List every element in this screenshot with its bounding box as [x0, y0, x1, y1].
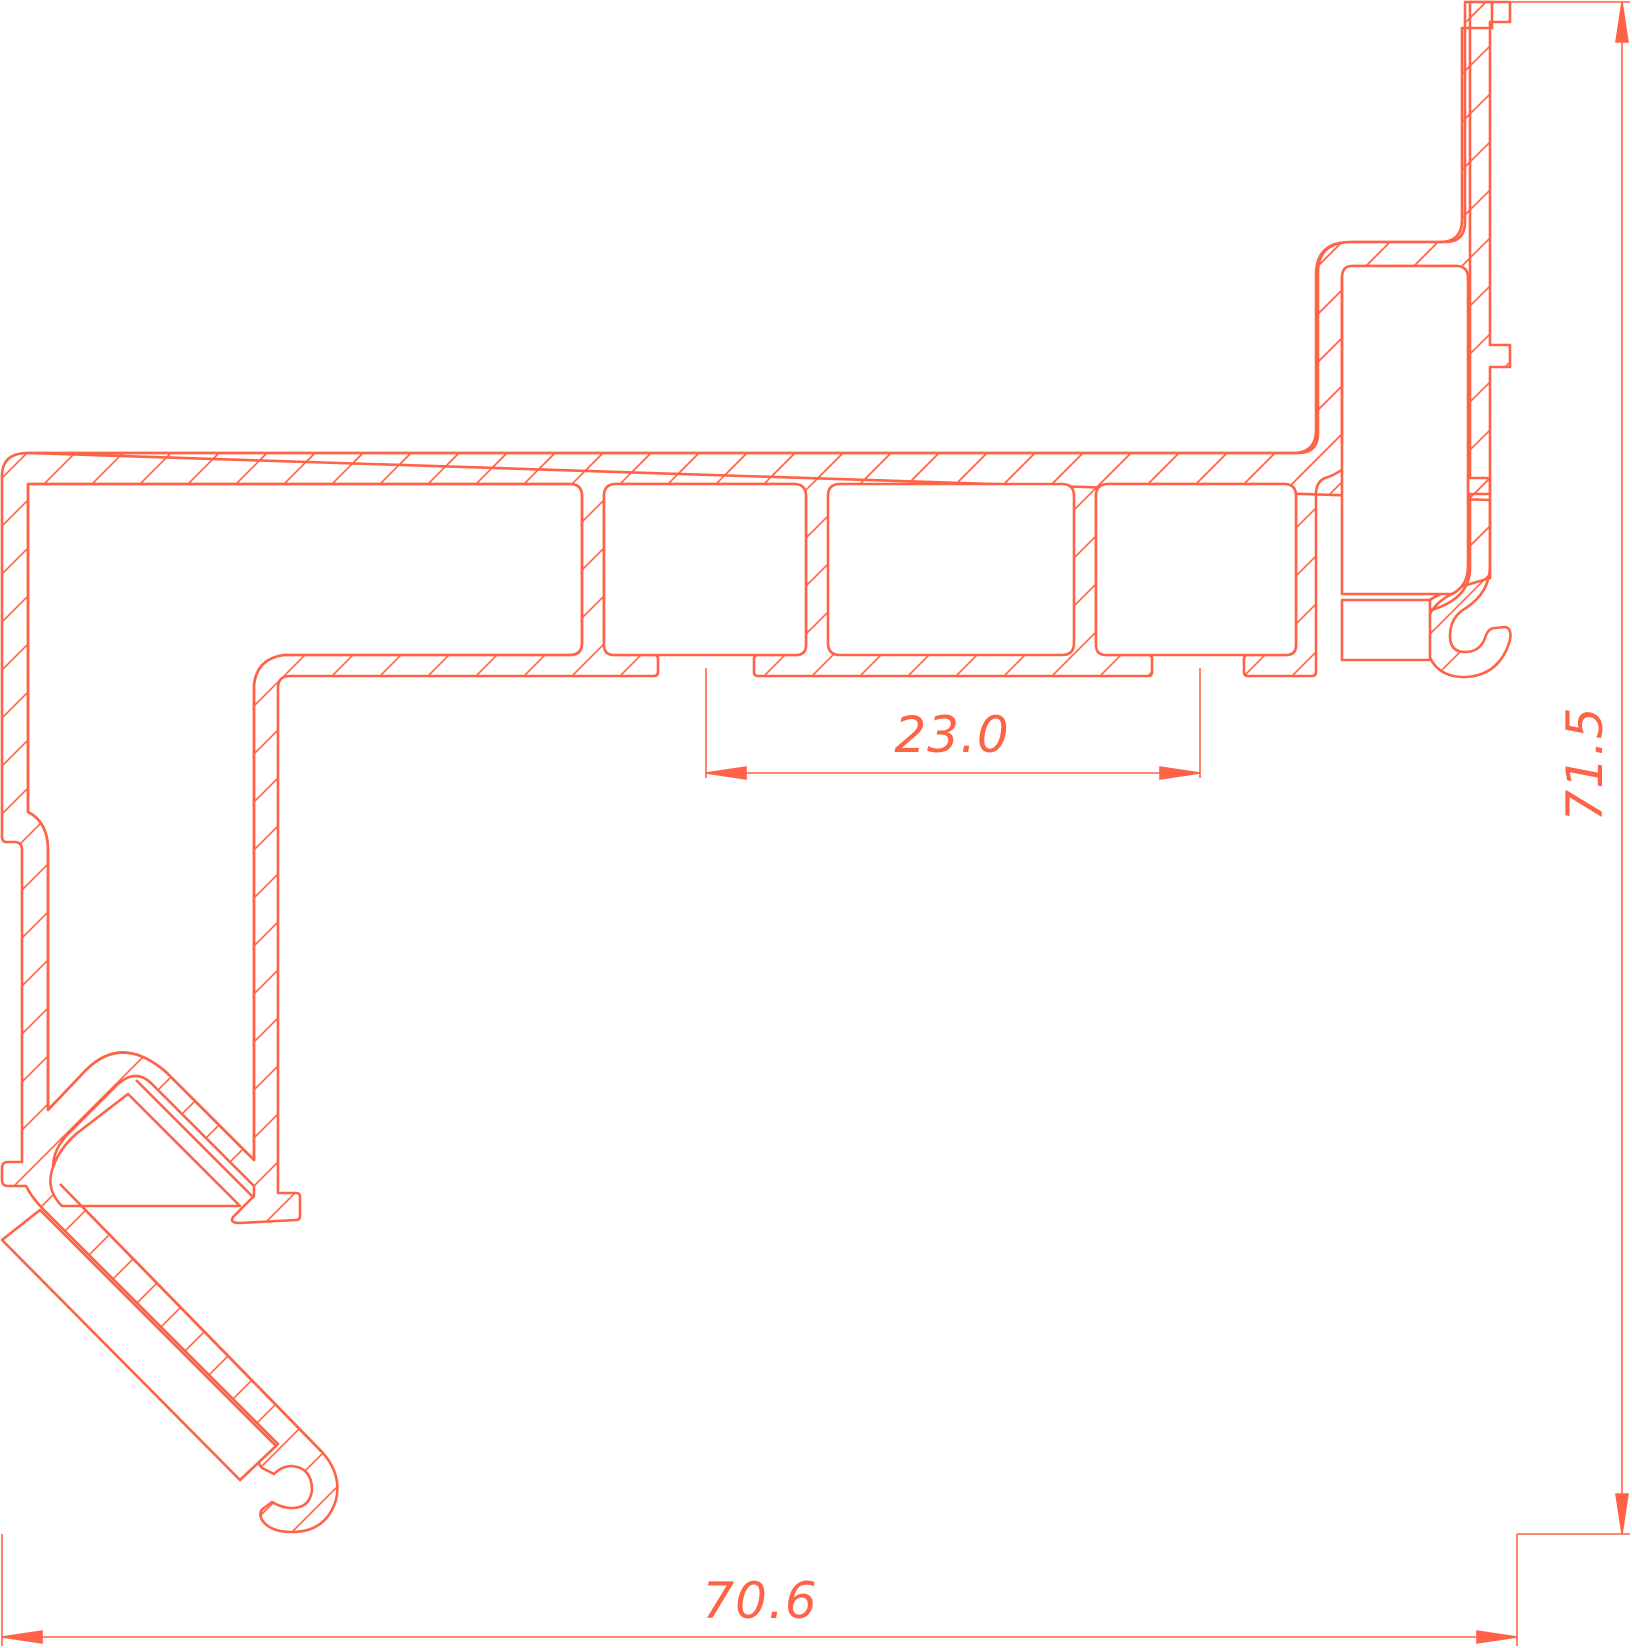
main-body — [0, 0, 1512, 1534]
slot-dimension-label: 23.0 — [894, 706, 1009, 764]
cavity-right-outer — [1340, 598, 1432, 662]
slot-arrow-left — [705, 766, 747, 780]
width-arrow-right — [1476, 1630, 1518, 1644]
cavity-slot-1 — [602, 482, 808, 657]
width-arrow-left — [1, 1630, 43, 1644]
cavity-hook-left — [0, 1208, 278, 1482]
slot-arrow-right — [1159, 766, 1201, 780]
dimension-slot — [705, 668, 1201, 780]
cavity-slot-2 — [826, 482, 1076, 657]
width-dimension-label: 70.6 — [702, 1572, 817, 1630]
cavity-right-box — [1340, 264, 1470, 596]
height-dimension-label: 71.5 — [1556, 706, 1614, 821]
profile-outline — [26, 278, 1344, 1453]
height-arrow-bottom — [1615, 1493, 1629, 1535]
dimension-height — [1510, 1, 1630, 1535]
dimension-width — [1, 1533, 1630, 1646]
height-arrow-top — [1615, 1, 1629, 43]
cavity-slot-3 — [1094, 482, 1298, 657]
cavity-lower-arm — [49, 1092, 242, 1208]
profile-cross-section — [0, 0, 1512, 1534]
